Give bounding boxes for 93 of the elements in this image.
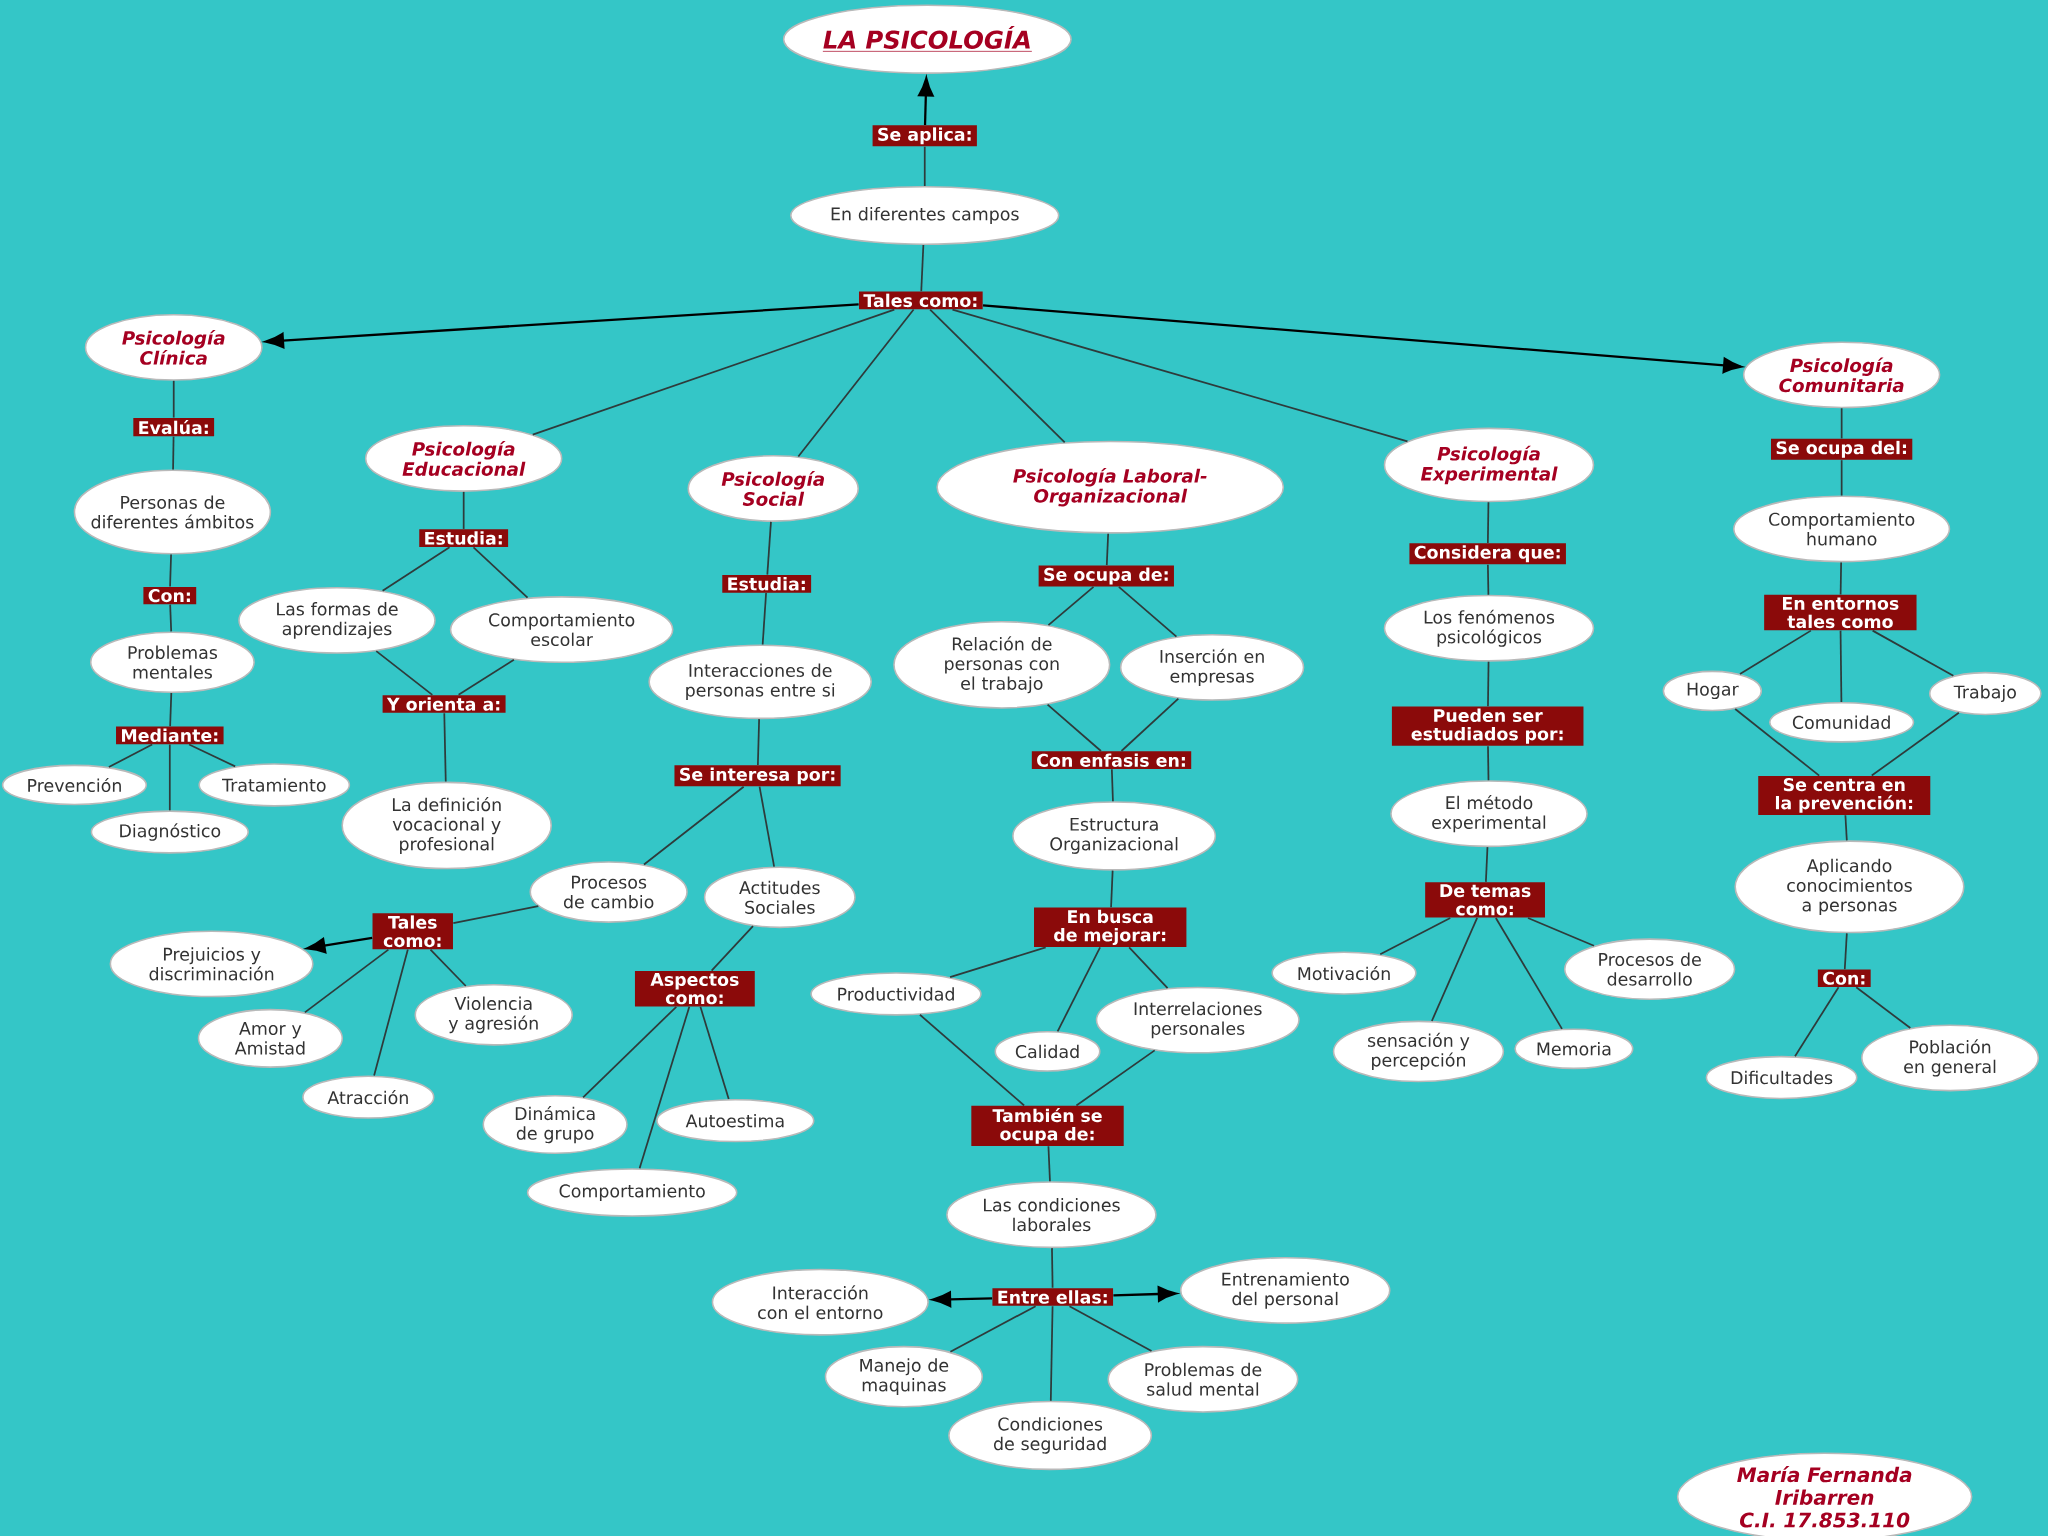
connector-line (188, 743, 237, 768)
linking-phrase-box: Y orienta a: (382, 695, 506, 713)
linking-phrase-box: También se ocupa de: (971, 1105, 1124, 1146)
linking-phrase-box: Se interesa por: (674, 765, 841, 787)
connector-line (472, 546, 529, 599)
connector-line (1110, 869, 1114, 909)
connector-line (462, 491, 465, 530)
connector-line (929, 308, 1066, 444)
arrow (931, 1291, 993, 1308)
connector-line (1527, 917, 1595, 947)
linking-phrase-box: En entornos tales como (1764, 594, 1917, 631)
connector-line (1068, 1305, 1153, 1352)
connector-line (373, 948, 409, 1077)
connector-line (304, 948, 390, 1014)
connector-line (757, 718, 760, 766)
connector-line (1051, 1247, 1054, 1289)
connector-line (949, 1305, 1037, 1353)
connector-line (457, 658, 515, 696)
connector-line (1046, 703, 1102, 752)
connector-line (1870, 711, 1960, 777)
connector-line (381, 546, 451, 592)
connector-line (1794, 986, 1840, 1058)
connector-line (923, 145, 926, 187)
connector-line (949, 946, 1047, 978)
linking-phrase-box: Estudia: (722, 575, 812, 593)
connector-line (638, 1005, 691, 1170)
connector-line (169, 553, 172, 588)
connector-line (1839, 561, 1842, 596)
connector-line (1487, 660, 1490, 708)
connector-line (582, 1005, 678, 1099)
connector-line (1120, 697, 1180, 752)
linking-phrase-box: Se ocupa de: (1038, 565, 1174, 587)
connector-line (168, 743, 171, 812)
connector-line (1487, 563, 1490, 596)
connector-line (1839, 629, 1843, 703)
connector-line (920, 244, 925, 293)
connector-line (172, 435, 175, 471)
connector-line (758, 785, 775, 868)
connector-line (452, 905, 540, 925)
connector-line (1871, 629, 1955, 677)
connector-line (699, 1005, 730, 1100)
connector-line (375, 650, 434, 696)
connector-line (1431, 917, 1478, 1022)
connector-line (531, 308, 896, 436)
connector-line (1105, 532, 1110, 566)
linking-phrase-box: Se aplica: (872, 125, 977, 147)
connector-line (1844, 814, 1848, 842)
linking-phrase-box: Se centra en la prevención: (1758, 775, 1931, 815)
connector-line (108, 743, 154, 768)
linking-phrase-box: De temas como: (1425, 882, 1545, 918)
connector-line (1056, 946, 1101, 1033)
connector-line (1118, 586, 1178, 638)
linking-phrase-box: Pueden ser estudiados por: (1391, 706, 1584, 746)
connector-line (797, 308, 915, 458)
connector-line (1855, 986, 1912, 1029)
connector-line (1110, 768, 1114, 803)
linking-phrase-box: Se ocupa del: (1771, 438, 1913, 460)
linking-phrase-box: Con enfasis en: (1031, 751, 1192, 769)
linking-phrase-box: Tales como: (372, 913, 453, 950)
connector-line (172, 380, 175, 419)
connector-line (766, 521, 772, 576)
connector-line (1379, 917, 1452, 956)
connector-line (761, 592, 767, 646)
arrow (306, 936, 373, 954)
connector-line (1047, 586, 1095, 627)
connector-line (169, 603, 173, 633)
connector-line (1047, 1145, 1051, 1183)
connector-line (1128, 946, 1169, 989)
connector-line (1487, 501, 1490, 544)
connector-line (1049, 1305, 1054, 1402)
connector-line (1734, 708, 1821, 777)
connector-line (1840, 459, 1843, 497)
linking-phrase-box: Estudia: (419, 529, 509, 547)
arrow (264, 303, 859, 349)
connector-line (1739, 629, 1812, 675)
connector-line (1075, 1049, 1156, 1107)
connector-line (1485, 846, 1489, 883)
linking-phrase-box: Entre ellas: (992, 1288, 1114, 1306)
connector-line (951, 308, 1409, 443)
connector-line (643, 785, 745, 866)
connector-line (919, 1013, 1025, 1107)
arrow (982, 304, 1743, 374)
connector-line (710, 925, 754, 972)
connector-line (1840, 407, 1843, 440)
connector-line (443, 712, 447, 783)
connector-line (429, 948, 467, 987)
connector-line (169, 692, 173, 728)
connector-line (1487, 745, 1490, 782)
linking-phrase-box: En busca de mejorar: (1034, 907, 1187, 948)
connector-line (1843, 932, 1848, 971)
linking-phrase-box: Aspectos como: (634, 971, 755, 1007)
connector-line (1494, 917, 1563, 1030)
linking-phrase-box: Considera que: (1409, 543, 1566, 565)
